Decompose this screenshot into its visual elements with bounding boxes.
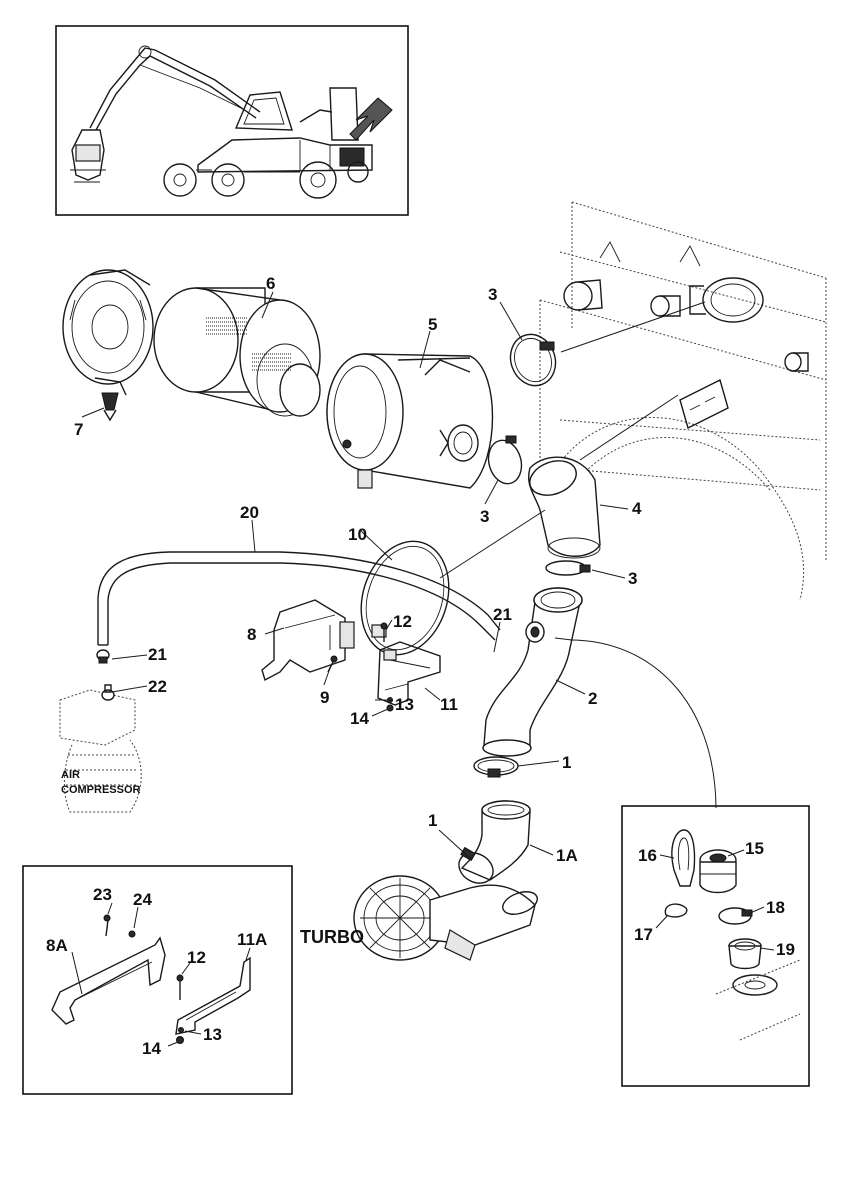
bracket-8: [261, 599, 355, 682]
callout-1-lower: 1: [428, 811, 437, 830]
callout-12: 12: [393, 612, 412, 631]
air-filter-end-cap: [62, 269, 154, 422]
callout-7: 7: [74, 420, 83, 439]
machine-overview-inset: [55, 25, 409, 216]
callout-9: 9: [320, 688, 329, 707]
callout-18: 18: [766, 898, 785, 917]
radiator-frame-outline: [539, 201, 827, 601]
elbow-hose-4: [528, 456, 601, 559]
filter-element: [153, 287, 321, 417]
callout-17: 17: [634, 925, 653, 944]
callout-23: 23: [93, 885, 112, 904]
band-strap-10: [360, 540, 450, 661]
callout-11A: 11A: [237, 930, 267, 949]
air-compressor-label-2: COMPRESSOR: [61, 784, 141, 796]
callout-8: 8: [247, 625, 256, 644]
callout-3-top: 3: [488, 285, 497, 304]
callout-13-detail: 13: [203, 1025, 222, 1044]
air-compressor: [59, 684, 142, 813]
callout-3-low: 3: [628, 569, 637, 588]
callout-21-right: 21: [493, 605, 512, 624]
turbo-elbow-1A: [458, 800, 531, 884]
callout-24: 24: [133, 890, 152, 909]
air-filter-housing: [326, 353, 494, 489]
callout-3-mid: 3: [480, 507, 489, 526]
callout-8A: 8A: [46, 936, 68, 955]
callout-14-detail: 14: [142, 1039, 161, 1058]
callout-5: 5: [428, 315, 437, 334]
callout-22: 22: [148, 677, 167, 696]
callout-16: 16: [638, 846, 657, 865]
air-compressor-label-1: AIR: [61, 769, 80, 781]
callout-14: 14: [350, 709, 369, 728]
callout-1A: 1A: [556, 846, 578, 865]
turbocharger: [353, 875, 538, 961]
leader-lines: [71, 291, 775, 1047]
callout-labels: 6 7 5 3 3 4 3 10 20 21 22 21 8 12 9 13 1…: [46, 274, 795, 1058]
lower-clamp-1: [473, 756, 519, 778]
hose-clamps-3: [487, 333, 591, 576]
callout-11: 11: [440, 695, 458, 714]
callout-4: 4: [632, 499, 642, 518]
turbo-label: TURBO: [300, 927, 364, 947]
callout-13: 13: [395, 695, 414, 714]
callout-1-upper: 1: [562, 753, 571, 772]
callout-6: 6: [266, 274, 275, 293]
callout-20: 20: [240, 503, 259, 522]
callout-10: 10: [348, 525, 367, 544]
callout-12-detail: 12: [187, 948, 206, 967]
callout-21-left: 21: [148, 645, 167, 664]
callout-15: 15: [745, 839, 764, 858]
callout-19: 19: [776, 940, 795, 959]
valve-detail-inset: [621, 805, 810, 1087]
bracket-detail-inset: [22, 865, 293, 1095]
callout-2: 2: [588, 689, 597, 708]
